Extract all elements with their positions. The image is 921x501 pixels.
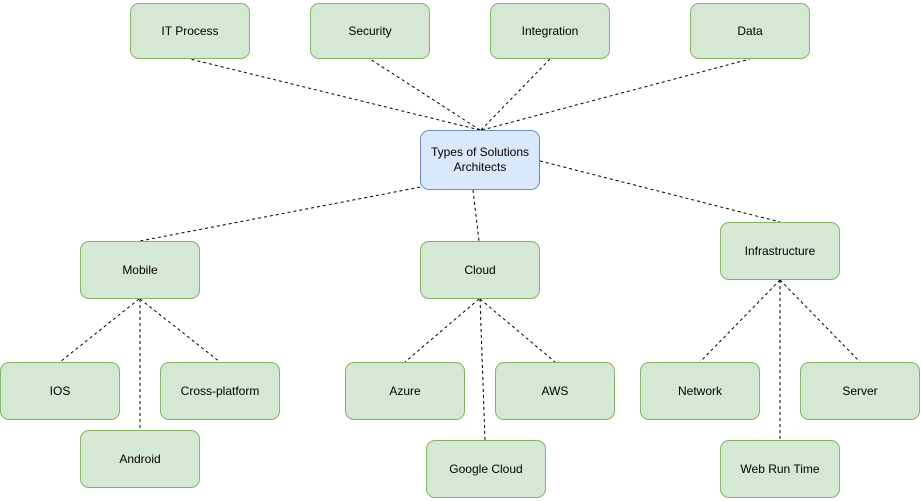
node-label-ios: IOS [49,383,71,398]
node-label-network: Network [677,383,722,398]
node-label-aws: AWS [541,383,569,398]
node-cloud[interactable]: Cloud [420,241,540,299]
node-label-android: Android [119,451,161,466]
node-it-process[interactable]: IT Process [130,3,250,59]
edge-center-mobile [139,185,427,242]
node-types-of-solutions-architects[interactable]: Types of Solutions Architects [420,130,540,190]
node-web-run-time[interactable]: Web Run Time [720,440,840,498]
node-google-cloud[interactable]: Google Cloud [426,440,546,498]
node-label-mobile: Mobile [122,262,158,277]
node-aws[interactable]: AWS [495,362,615,420]
edge-infrastructure-server [779,279,861,363]
edge-infrastructure-network [699,279,781,363]
node-label-it-process: IT Process [161,23,219,38]
node-label-google-cloud: Google Cloud [449,461,523,476]
node-mobile[interactable]: Mobile [80,241,200,299]
node-label-types-of-solutions-architects: Types of Solutions Architects [430,145,530,174]
node-server[interactable]: Server [800,362,920,420]
node-label-infrastructure: Infrastructure [744,243,816,258]
node-label-web-run-time: Web Run Time [740,461,820,476]
node-data[interactable]: Data [690,3,810,59]
node-label-integration: Integration [521,23,579,38]
node-label-cloud: Cloud [464,262,496,277]
node-android[interactable]: Android [80,430,200,488]
edge-center-infrastructure [539,160,781,223]
edge-cloud-azure [404,298,480,363]
node-label-security: Security [348,23,392,38]
node-label-data: Data [737,23,763,38]
node-infrastructure[interactable]: Infrastructure [720,222,840,280]
node-security[interactable]: Security [310,3,430,59]
node-network[interactable]: Network [640,362,760,420]
edge-center-cloud [472,189,480,242]
node-cross-platform[interactable]: Cross-platform [160,362,280,420]
node-label-azure: Azure [389,383,421,398]
edge-mobile-ios [59,298,140,363]
node-integration[interactable]: Integration [490,3,610,59]
edge-cloud-google-cloud [479,298,486,441]
node-label-cross-platform: Cross-platform [180,383,260,398]
edge-center-integration [480,58,551,131]
node-ios[interactable]: IOS [0,362,120,420]
node-azure[interactable]: Azure [345,362,465,420]
edge-center-data [481,58,751,131]
edge-mobile-cross-platform [139,298,221,363]
edge-center-it-process [189,58,481,131]
node-label-server: Server [842,383,878,398]
edge-cloud-aws [479,298,556,363]
edge-center-security [369,58,481,131]
